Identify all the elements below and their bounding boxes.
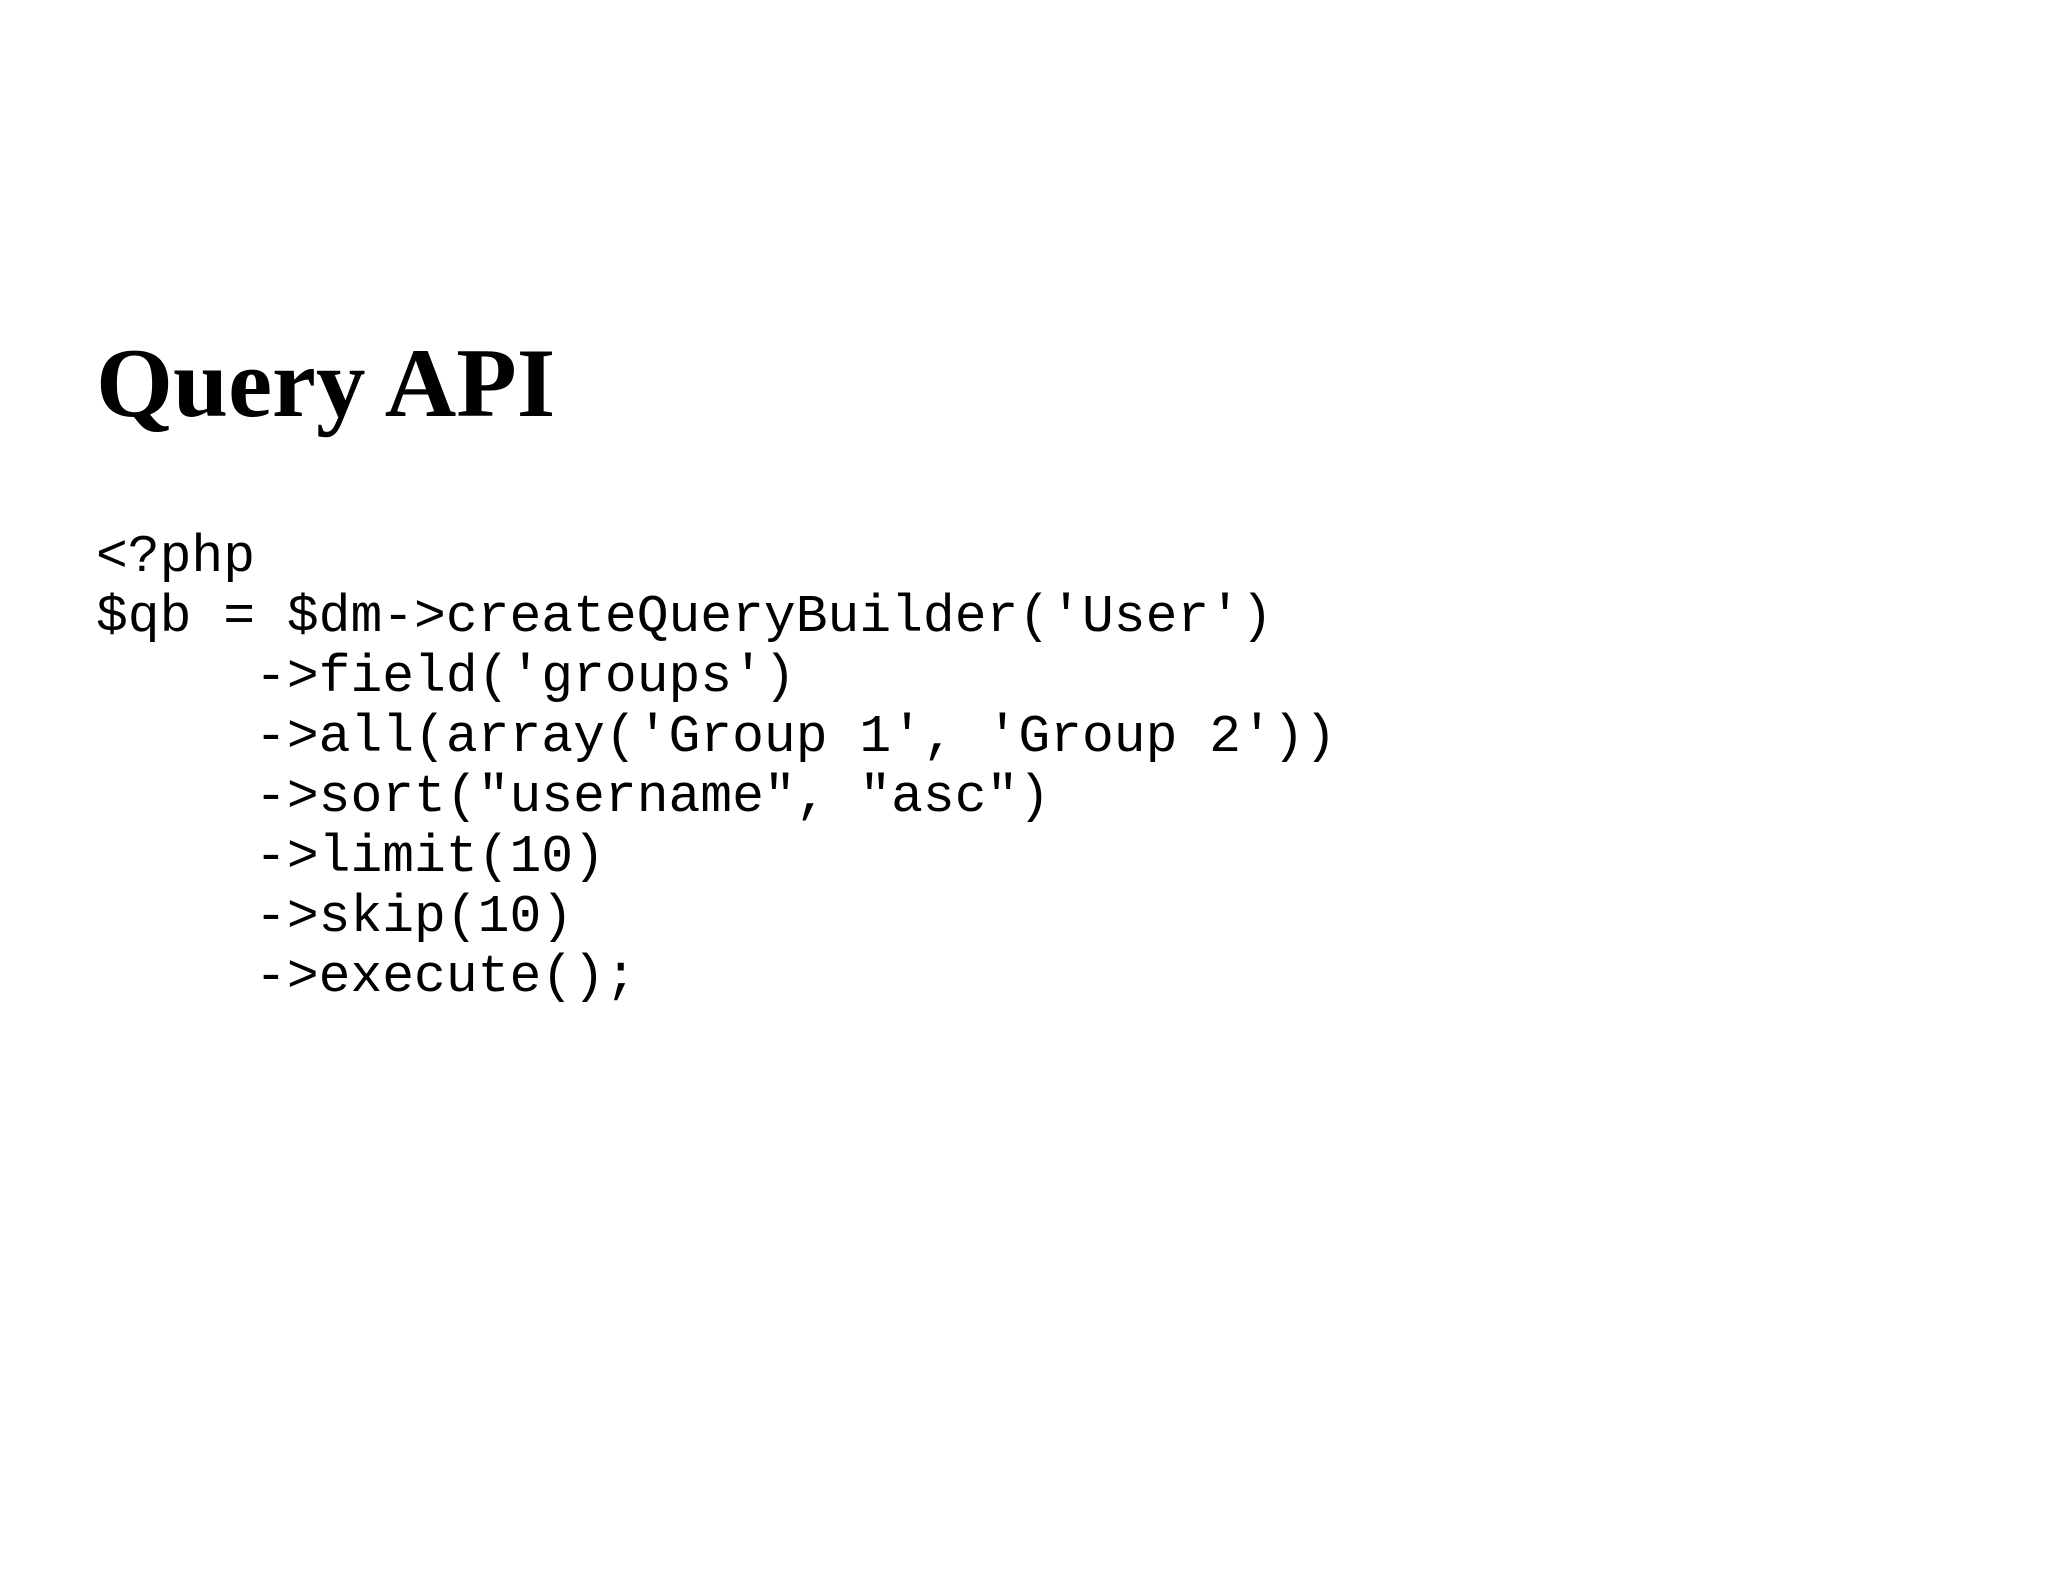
code-line: ->skip(10) bbox=[96, 887, 574, 947]
code-line: ->all(array('Group 1', 'Group 2')) bbox=[96, 707, 1337, 767]
code-line: ->field('groups') bbox=[96, 647, 796, 707]
code-line: <?php bbox=[96, 527, 256, 587]
code-line: ->execute(); bbox=[96, 947, 637, 1007]
code-line: $qb = $dm->createQueryBuilder('User') bbox=[96, 587, 1273, 647]
code-line: ->sort("username", "asc") bbox=[96, 767, 1051, 827]
code-line: ->limit(10) bbox=[96, 827, 605, 887]
code-block: <?php $qb = $dm->createQueryBuilder('Use… bbox=[96, 527, 1336, 1007]
slide-title: Query API bbox=[96, 329, 556, 438]
